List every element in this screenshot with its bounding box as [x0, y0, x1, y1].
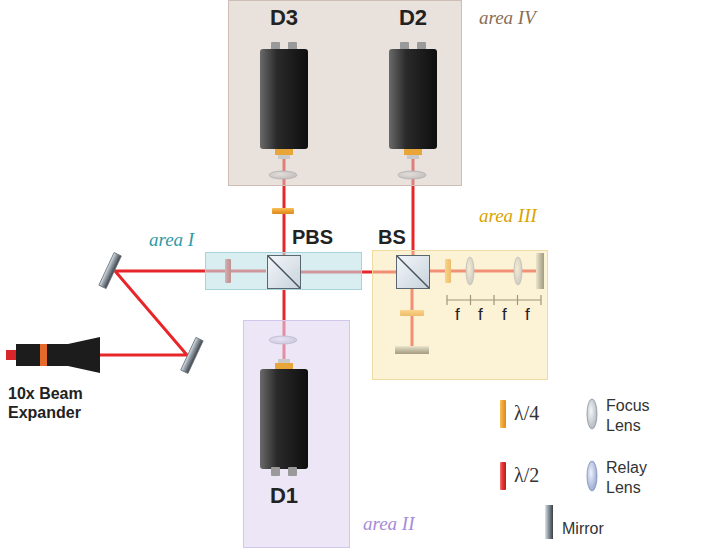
legend-label: Relay Lens [606, 458, 668, 498]
beam-expander-ring [40, 344, 47, 366]
splitter-label: PBS [292, 226, 333, 249]
focal-length-label: f [478, 305, 483, 325]
detector-label: D3 [258, 5, 310, 31]
focal-length-label: f [525, 305, 530, 325]
area-band: area IVD3D2 [228, 0, 462, 186]
splitter-diagonal [397, 256, 429, 288]
legend-label: Focus Lens [606, 396, 668, 436]
area-band: area IPBS [205, 252, 362, 290]
polarizing-beam-splitter: PBS [267, 255, 301, 289]
legend-label: Mirror [562, 520, 604, 538]
legend-half-wave-plate [500, 462, 506, 490]
splitter-diagonal [268, 256, 300, 288]
legend-label: λ/4 [514, 402, 539, 425]
splitter-label: BS [378, 226, 406, 249]
focal-length-label: f [455, 305, 460, 325]
steering-mirror [99, 253, 121, 289]
camera-detector: D2 [387, 39, 439, 159]
legend-focus-lens [587, 399, 597, 429]
laser-tip [6, 350, 17, 360]
camera-body [387, 39, 439, 159]
camera-detector: D1 [258, 359, 310, 479]
camera-body [258, 359, 310, 479]
focal-length-label: f [502, 305, 507, 325]
steering-mirror [181, 337, 203, 373]
legend-label: λ/2 [514, 464, 539, 487]
quarter-wave-plate [272, 208, 294, 214]
area-label: area II [363, 513, 415, 535]
area-band: area IIIBS [372, 250, 548, 380]
camera-body [258, 39, 310, 159]
detector-label: D1 [258, 483, 310, 509]
legend-relay-lens [587, 461, 597, 491]
area-band: area IID1 [243, 320, 350, 548]
area-label: area IV [479, 7, 536, 29]
part-label: 10x Beam Expander [8, 384, 118, 422]
area-label: area I [149, 229, 194, 251]
legend-mirror [545, 505, 553, 539]
detector-label: D2 [387, 5, 439, 31]
beam-expander [16, 337, 100, 373]
legend-quarter-wave-plate [500, 400, 506, 428]
beam-splitter: BS [396, 255, 430, 289]
area-label: area III [479, 205, 537, 227]
camera-detector: D3 [258, 39, 310, 159]
